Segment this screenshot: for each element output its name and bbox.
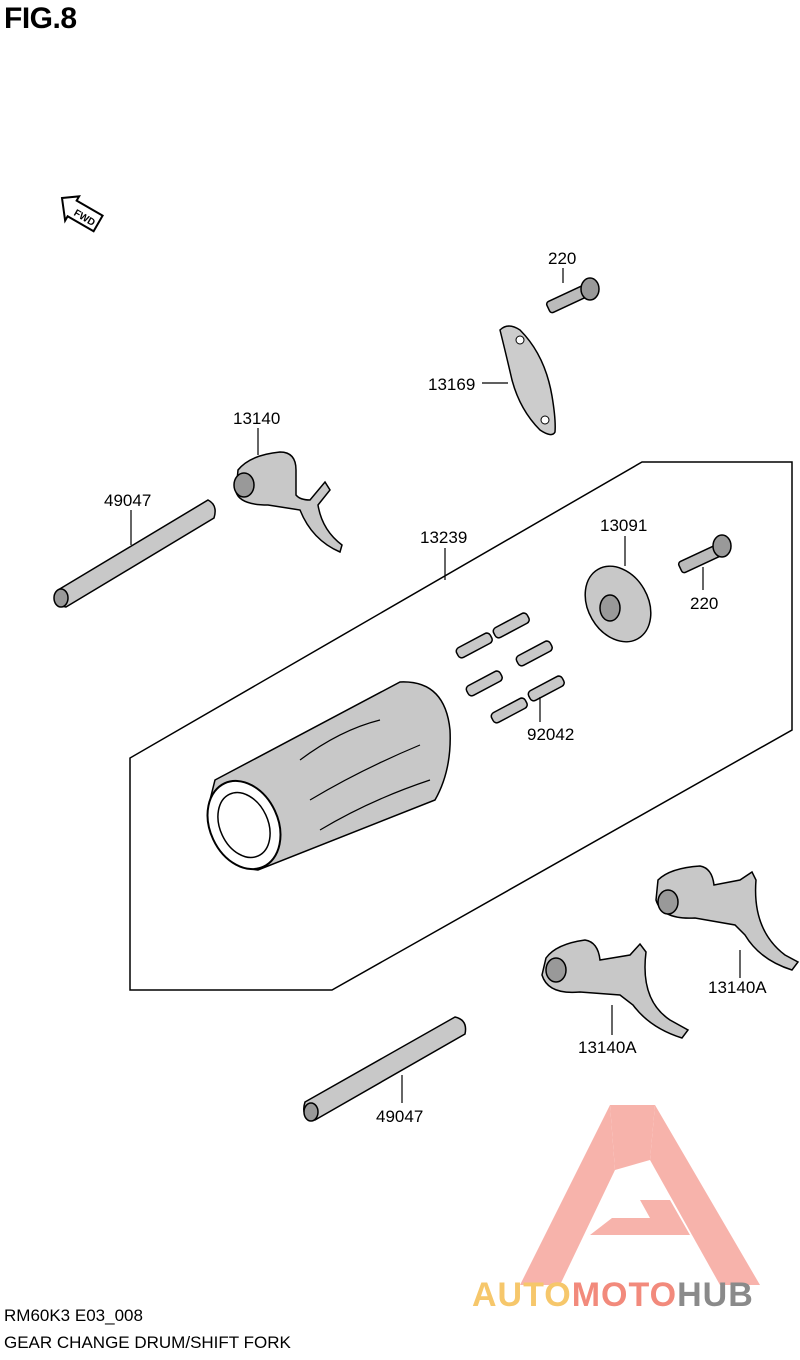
callout-13169: 13169 <box>428 375 475 394</box>
shift-fork-lower <box>541 939 690 1039</box>
callout-49047-lower: 49047 <box>376 1107 423 1126</box>
figure-caption: GEAR CHANGE DRUM/SHIFT FORK <box>4 1333 291 1352</box>
drum-assembly-outline <box>129 461 793 991</box>
pins <box>455 612 565 724</box>
shaft-upper <box>53 499 216 608</box>
shift-fork-right <box>655 865 800 978</box>
callout-13140a-lower: 13140A <box>578 1038 637 1057</box>
cam-plate <box>584 536 652 643</box>
callout-220-top: 220 <box>548 249 576 268</box>
watermark-hub: HUB <box>677 1276 754 1314</box>
bolt-220-right <box>677 534 732 590</box>
watermark-moto: MOTO <box>571 1276 678 1314</box>
stopper-plate <box>482 325 556 436</box>
shift-fork-upper <box>233 428 343 554</box>
callout-13091: 13091 <box>600 516 647 535</box>
callout-92042: 92042 <box>527 725 574 744</box>
shaft-lower <box>303 1016 467 1122</box>
bolt-220-top <box>545 268 600 314</box>
figure-title: FIG.8 <box>4 2 77 35</box>
watermark-text: AUTOMOTOHUB <box>472 1276 754 1315</box>
callout-220-right: 220 <box>690 594 718 613</box>
callout-13140a-right: 13140A <box>708 978 767 997</box>
watermark-logo <box>520 1105 760 1285</box>
gear-shift-drum <box>206 548 451 871</box>
callout-13140: 13140 <box>233 409 280 428</box>
watermark-auto: AUTO <box>472 1276 572 1314</box>
callout-13239: 13239 <box>420 528 467 547</box>
fwd-arrow-icon: FWD <box>60 195 104 233</box>
model-code: RM60K3 E03_008 <box>4 1306 143 1325</box>
callout-49047-upper: 49047 <box>104 491 151 510</box>
